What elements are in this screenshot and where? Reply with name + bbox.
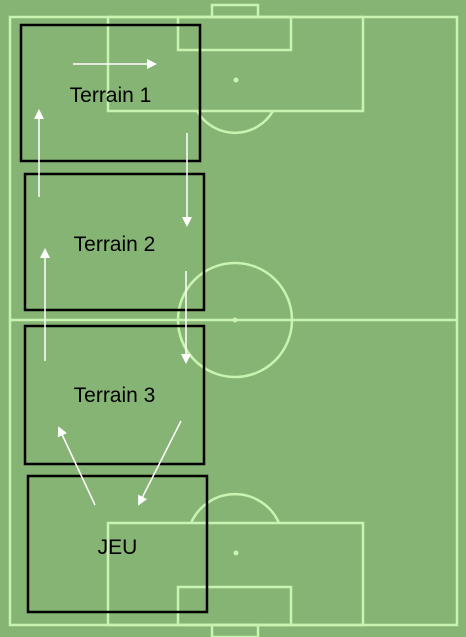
jeu-label: JEU <box>28 536 207 560</box>
terrain-1-label: Terrain 1 <box>21 84 200 108</box>
center-spot <box>233 318 238 323</box>
top-penalty-spot <box>234 78 239 83</box>
terrain-2-label: Terrain 2 <box>25 233 204 257</box>
bottom-penalty-spot <box>234 551 239 556</box>
terrain-3-label: Terrain 3 <box>25 384 204 408</box>
